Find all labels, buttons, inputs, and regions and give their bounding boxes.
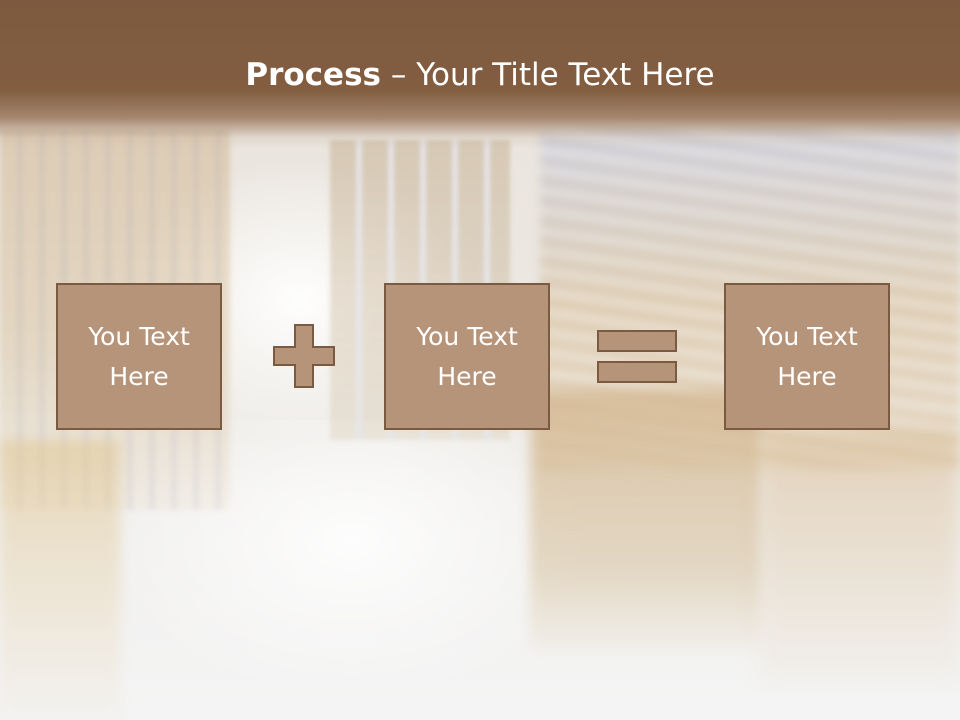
- process-box-1[interactable]: You Text Here: [56, 283, 222, 430]
- process-box-2-text: You Text Here: [416, 321, 518, 391]
- background-left-floor: [0, 440, 120, 720]
- process-box-2[interactable]: You Text Here: [384, 283, 550, 430]
- slide-title[interactable]: Process – Your Title Text Here: [0, 52, 960, 98]
- equals-icon: [597, 330, 677, 383]
- background-right-blur: [760, 430, 960, 680]
- plus-icon: [273, 324, 335, 388]
- title-rest-part: – Your Title Text Here: [381, 57, 715, 93]
- process-box-1-text: You Text Here: [88, 321, 190, 391]
- process-box-3-text: You Text Here: [756, 321, 858, 391]
- background-floor-highlight: [120, 420, 580, 720]
- title-band: [0, 0, 960, 150]
- title-bold-part: Process: [245, 57, 381, 93]
- process-box-3[interactable]: You Text Here: [724, 283, 890, 430]
